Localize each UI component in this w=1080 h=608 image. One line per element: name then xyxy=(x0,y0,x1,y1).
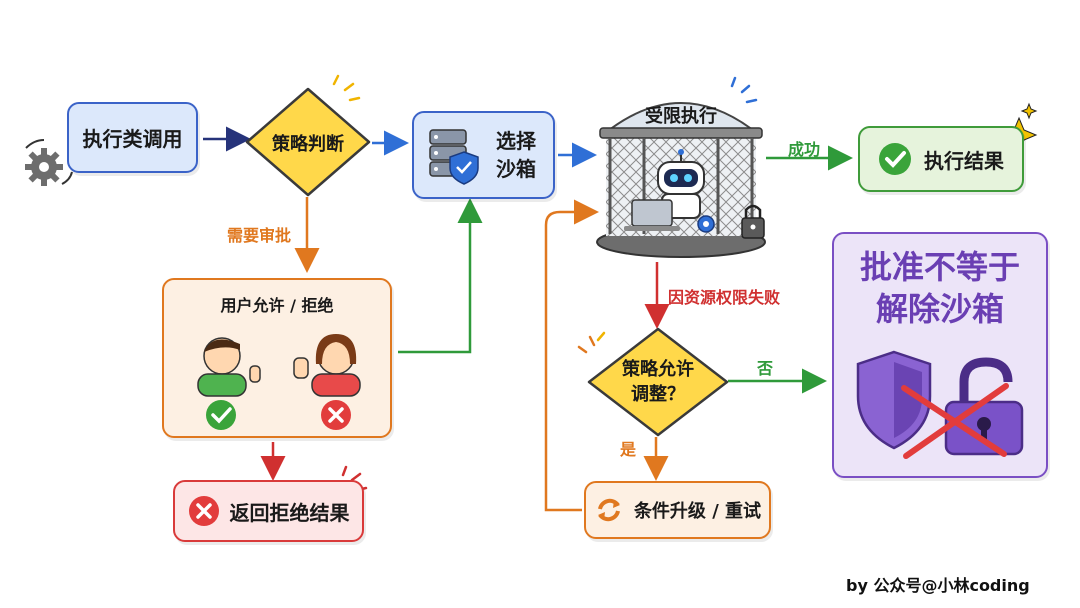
select-sandbox-label-1: 选择 xyxy=(496,129,536,153)
restricted-exec-label: 受限执行 xyxy=(645,106,717,127)
spark-decoration-blue xyxy=(730,76,758,104)
spark-decoration-orange xyxy=(577,335,596,354)
retry-label: 条件升级 / 重试 xyxy=(633,501,762,522)
edge-label-yes: 是 xyxy=(620,440,637,459)
credit-text: by 公众号@小林coding xyxy=(846,576,1030,595)
x-circle-icon xyxy=(188,496,219,526)
policy-judge-label: 策略判断 xyxy=(272,134,344,155)
server-shield-icon xyxy=(429,129,479,185)
exec-call-label: 执行类调用 xyxy=(82,127,183,151)
edge-label-fail: 因资源权限失败 xyxy=(668,288,781,307)
arrow-retry-loop xyxy=(544,199,599,512)
warning-label-2: 解除沙箱 xyxy=(875,290,1004,328)
return-reject-node[interactable]: 返回拒绝结果 xyxy=(173,480,364,542)
select-sandbox-node[interactable]: 选择 沙箱 xyxy=(412,111,555,199)
restricted-exec-node[interactable]: 受限执行 xyxy=(594,82,768,260)
edge-label-no: 否 xyxy=(757,359,774,378)
gear-icon xyxy=(25,148,63,186)
cage-illustration xyxy=(596,102,766,258)
motion-lines xyxy=(61,171,73,185)
warning-node[interactable]: 批准不等于 解除沙箱 xyxy=(832,232,1048,478)
arrow-approval-to-sandbox xyxy=(398,198,483,354)
spark-decoration-adjust xyxy=(596,331,606,342)
retry-node[interactable]: 条件升级 / 重试 xyxy=(584,481,771,539)
return-reject-label: 返回拒绝结果 xyxy=(229,500,350,525)
policy-adjust-diamond[interactable]: 策略允许 调整？ xyxy=(586,326,730,438)
exec-result-node[interactable]: 执行结果 xyxy=(858,126,1024,192)
diamond-shape xyxy=(245,87,371,197)
shield-unlock-icon xyxy=(856,350,1024,459)
check-circle-icon xyxy=(879,143,911,175)
exec-call-node[interactable]: 执行类调用 xyxy=(67,102,198,173)
warning-label-1: 批准不等于 xyxy=(859,248,1020,286)
policy-judge-diamond[interactable]: 策略判断 xyxy=(244,86,372,198)
user-approval-label: 用户允许 / 拒绝 xyxy=(220,296,334,315)
edge-label-success: 成功 xyxy=(788,140,821,159)
edge-label-need-approval: 需要审批 xyxy=(227,226,292,245)
user-approval-node[interactable]: 用户允许 / 拒绝 xyxy=(162,278,392,438)
exec-result-label: 执行结果 xyxy=(924,148,1004,173)
diamond-shape xyxy=(587,327,729,437)
policy-adjust-label-1: 策略允许 xyxy=(622,359,694,380)
motion-lines xyxy=(25,139,45,149)
refresh-icon xyxy=(597,498,620,522)
select-sandbox-label-2: 沙箱 xyxy=(496,157,536,181)
spark-decoration xyxy=(332,74,361,102)
policy-adjust-label-2: 调整？ xyxy=(631,384,685,405)
approval-illustration xyxy=(197,334,361,430)
